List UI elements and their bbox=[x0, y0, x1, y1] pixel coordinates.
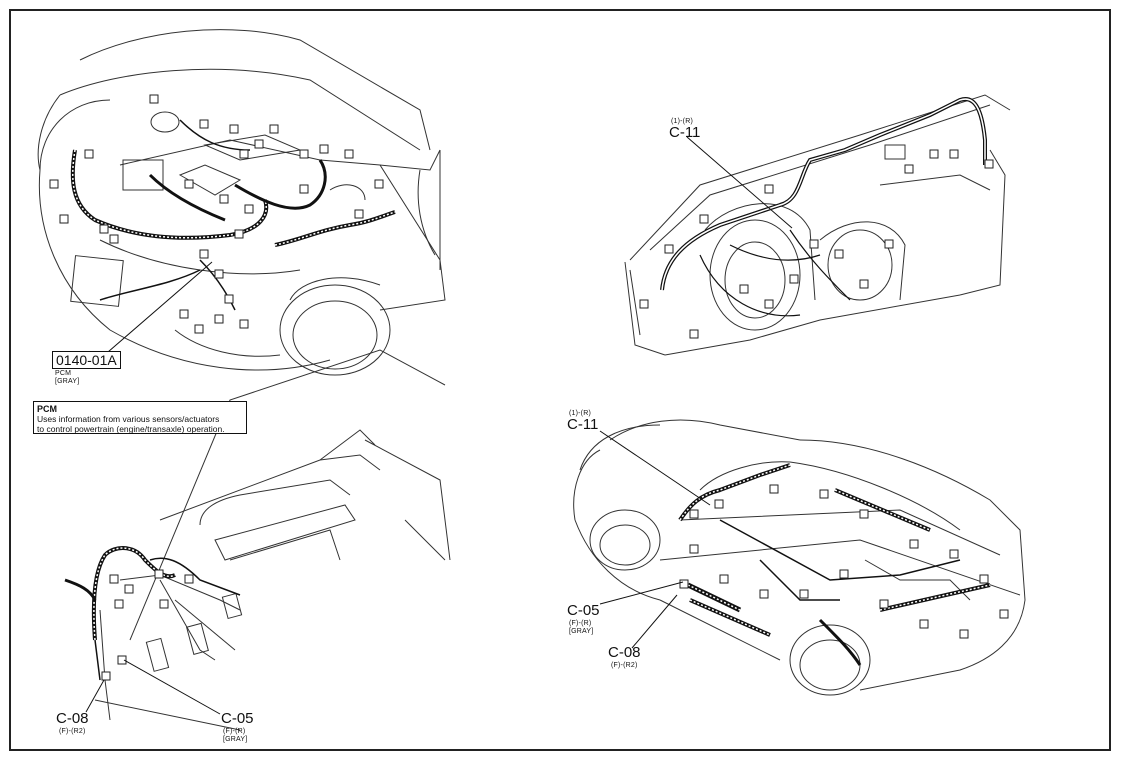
pcm-connector-name: PCM bbox=[55, 370, 72, 377]
pcm-info-title: PCM bbox=[37, 404, 57, 414]
pedal-c05-color: [GRAY] bbox=[223, 736, 248, 743]
car-c11-code: C-11 bbox=[567, 416, 599, 433]
pedal-c08-position: (F)-(R2) bbox=[59, 728, 86, 735]
engine-bay-illustration bbox=[37, 29, 446, 376]
car-c05-position: (F)-(R) bbox=[569, 620, 592, 627]
pedal-c08-leader-line bbox=[85, 679, 105, 713]
car-c08-leader-line bbox=[631, 594, 678, 649]
vehicle-harness bbox=[678, 463, 991, 666]
pcm-connector-color: [GRAY] bbox=[55, 378, 80, 385]
vehicle-connectors bbox=[679, 484, 1009, 639]
car-c05-code: C-05 bbox=[567, 602, 600, 619]
dashboard-harness bbox=[660, 97, 987, 317]
engine-connectors bbox=[49, 94, 384, 334]
dashboard-connectors bbox=[639, 149, 994, 339]
car-c05-leader-line bbox=[599, 581, 684, 605]
diagram-frame bbox=[9, 9, 1111, 751]
pedal-c08-code: C-08 bbox=[56, 710, 89, 727]
pedal-c05-position: (F)-(R) bbox=[223, 728, 246, 735]
car-c11-leader-line bbox=[599, 430, 711, 506]
pedal-c05-leader-line bbox=[123, 659, 221, 715]
pcm-info-line1: Uses information from various sensors/ac… bbox=[37, 414, 220, 424]
pcm-leader-line bbox=[107, 261, 213, 353]
pedal-area-illustration bbox=[94, 349, 451, 731]
pcm-info-line2: to control powertrain (engine/transaxle)… bbox=[37, 424, 225, 434]
car-c08-code: C-08 bbox=[608, 644, 641, 661]
pedal-connectors bbox=[101, 569, 194, 681]
pedal-harness bbox=[64, 546, 241, 681]
dashboard-illustration bbox=[624, 94, 1011, 356]
pcm-info-box: PCM Uses information from various sensor… bbox=[33, 401, 247, 434]
vehicle-illustration bbox=[573, 419, 1026, 696]
dash-c11-code: C-11 bbox=[669, 124, 701, 141]
car-c11-position: (1)-(R) bbox=[569, 410, 592, 417]
car-c05-color: [GRAY] bbox=[569, 628, 594, 635]
pedal-c05-code: C-05 bbox=[221, 710, 254, 727]
dash-c11-leader-line bbox=[686, 136, 793, 229]
car-c08-position: (F)-(R2) bbox=[611, 662, 638, 669]
pcm-connector-code: 0140-01A bbox=[52, 351, 121, 369]
dash-c11-position: (1)-(R) bbox=[671, 118, 694, 125]
